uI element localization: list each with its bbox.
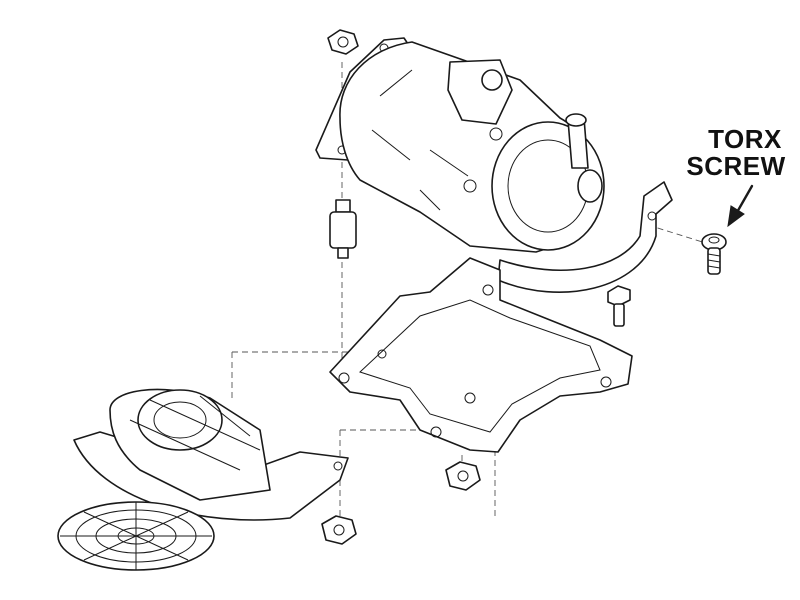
support-frame [329, 257, 633, 453]
callout-label-screw: SCREW [686, 151, 786, 181]
fan-grille [57, 501, 215, 571]
arrow-icon [727, 184, 754, 228]
hex-nut-bottom [321, 515, 357, 545]
rubber-isolator [329, 199, 357, 259]
hex-nut-top [327, 29, 359, 55]
cooling-fan [109, 388, 271, 501]
torx-screw-icon [701, 233, 727, 275]
hex-nut-right [445, 461, 481, 491]
bolt-icon [607, 285, 631, 327]
callout-label-torx: TORX [708, 124, 782, 154]
pump-motor [339, 41, 605, 253]
pump-strap-bracket [497, 181, 673, 293]
